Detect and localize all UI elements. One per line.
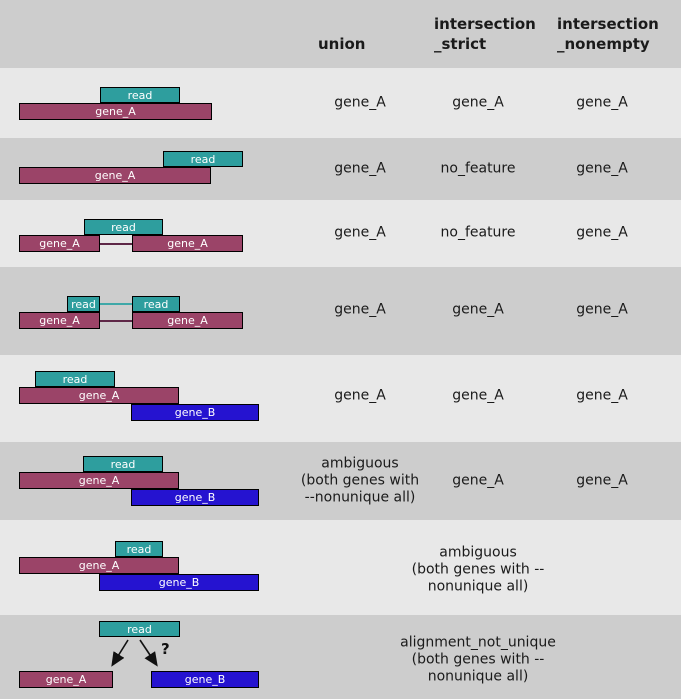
- intron-line: [100, 320, 132, 322]
- case-row-read-within-gene: read gene_A: [0, 68, 681, 138]
- result-strict-row5: gene_A: [452, 387, 504, 404]
- read-box: read: [35, 371, 115, 387]
- question-mark: ?: [161, 640, 170, 658]
- case-row-spliced-read: read read gene_A gene_A: [0, 267, 681, 355]
- case-row-read-overlaps-both-partially: read gene_A gene_B: [0, 442, 681, 520]
- result-nonempty-row6: gene_A: [576, 472, 628, 489]
- result-nonempty-row4: gene_A: [576, 301, 628, 318]
- result-strict-row1: gene_A: [452, 94, 504, 111]
- result-span-row7: ambiguous (both genes with --nonunique a…: [411, 544, 545, 595]
- result-span-row8: alignment_not_unique (both genes with --…: [400, 634, 556, 685]
- gene-a-box: gene_A: [19, 103, 212, 120]
- gene-a-box: gene_A: [19, 472, 179, 489]
- gene-b-box: gene_B: [99, 574, 259, 591]
- gene-a-exon1-box: gene_A: [19, 312, 100, 329]
- result-nonempty-row5: gene_A: [576, 387, 628, 404]
- gene-b-box: gene_B: [151, 671, 259, 688]
- gene-b-box: gene_B: [131, 404, 259, 421]
- gene-a-box: gene_A: [19, 387, 179, 404]
- splice-line: [100, 303, 132, 305]
- read-box: read: [99, 621, 180, 637]
- gene-a-exon1-box: gene_A: [19, 235, 100, 252]
- case-row-multimapped-read: read ? gene_A gene_B: [0, 615, 681, 699]
- intron-line: [100, 243, 132, 245]
- case-row-read-overhang: read gene_A: [0, 138, 681, 200]
- result-nonempty-row2: gene_A: [576, 160, 628, 177]
- gene-a-box: gene_A: [19, 167, 211, 184]
- alignment-arrows-icon: [111, 639, 158, 667]
- case-row-read-in-overlap: read gene_A gene_B: [0, 520, 681, 615]
- result-union-row3: gene_A: [334, 224, 386, 241]
- result-strict-row6: gene_A: [452, 472, 504, 489]
- result-strict-row2: no_feature: [440, 160, 516, 177]
- gene-a-box: gene_A: [19, 671, 113, 688]
- result-union-row1: gene_A: [334, 94, 386, 111]
- column-header-intersection-strict: intersection _strict: [434, 15, 536, 53]
- result-strict-row4: gene_A: [452, 301, 504, 318]
- column-header-intersection-nonempty: intersection _nonempty: [557, 15, 659, 53]
- case-row-read-gene-a-only: read gene_A gene_B: [0, 355, 681, 442]
- result-union-row5: gene_A: [334, 387, 386, 404]
- read-segment1-box: read: [67, 296, 100, 312]
- read-box: read: [84, 219, 163, 235]
- gene-a-box: gene_A: [19, 557, 179, 574]
- read-box: read: [83, 456, 163, 472]
- case-row-read-over-intron: read gene_A gene_A: [0, 200, 681, 267]
- read-segment2-box: read: [132, 296, 180, 312]
- result-nonempty-row1: gene_A: [576, 94, 628, 111]
- read-box: read: [115, 541, 163, 557]
- gene-b-box: gene_B: [131, 489, 259, 506]
- result-union-row4: gene_A: [334, 301, 386, 318]
- result-union-row2: gene_A: [334, 160, 386, 177]
- read-box: read: [163, 151, 243, 167]
- result-strict-row3: no_feature: [440, 224, 516, 241]
- result-union-row6: ambiguous (both genes with --nonunique a…: [300, 455, 420, 506]
- column-header-union: union: [318, 35, 366, 53]
- read-box: read: [100, 87, 180, 103]
- gene-a-exon2-box: gene_A: [132, 312, 243, 329]
- gene-a-exon2-box: gene_A: [132, 235, 243, 252]
- result-nonempty-row3: gene_A: [576, 224, 628, 241]
